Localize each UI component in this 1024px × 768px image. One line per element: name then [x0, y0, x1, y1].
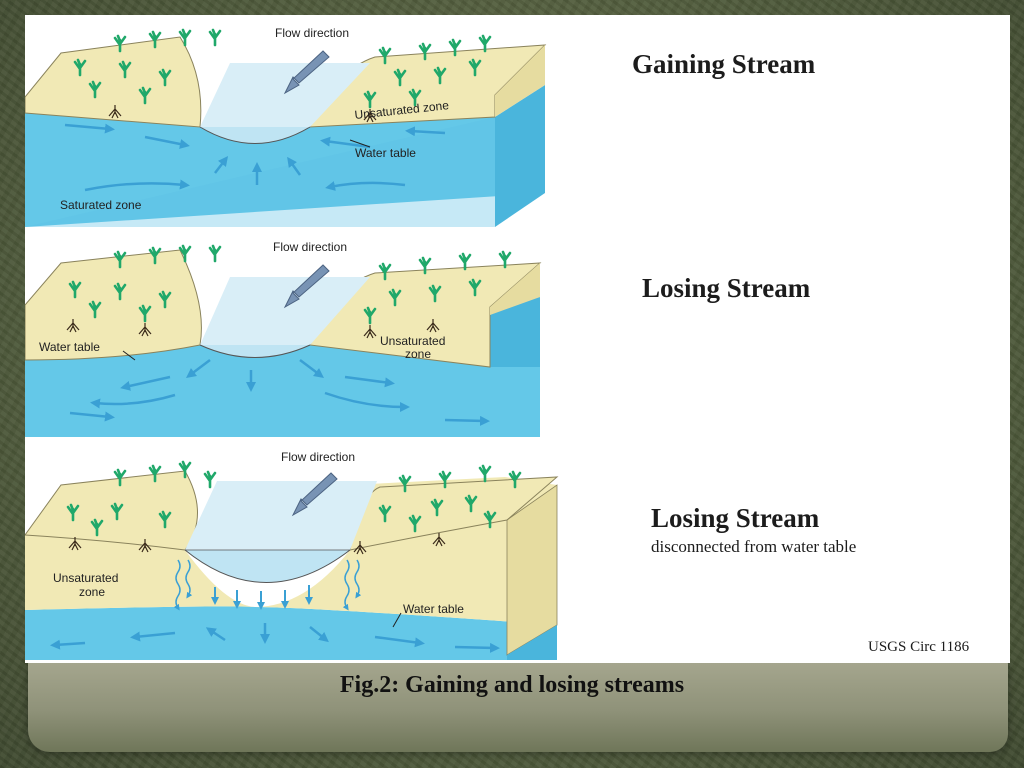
unsaturated-zone-label-line1: Unsaturated: [380, 334, 445, 348]
unsaturated-zone-label-line2: zone: [79, 585, 105, 599]
losing-stream-diagram: Flow direction Water table Unsaturated z…: [25, 240, 542, 437]
source-credit: USGS Circ 1186: [868, 639, 970, 655]
water-table-label: Water table: [39, 340, 100, 354]
slide-panel: Flow direction Unsaturated zone Water ta…: [25, 15, 1010, 663]
losing-stream-title: Losing Stream: [642, 273, 811, 303]
unsaturated-zone-label-line2: zone: [405, 347, 431, 361]
water-table-label: Water table: [403, 602, 464, 616]
gaining-stream-diagram: Flow direction Unsaturated zone Water ta…: [25, 26, 547, 227]
flow-direction-label: Flow direction: [275, 26, 349, 40]
flow-direction-label: Flow direction: [281, 450, 355, 464]
disconnected-subtitle: disconnected from water table: [651, 537, 857, 556]
stream-diagrams: Flow direction Unsaturated zone Water ta…: [25, 26, 559, 660]
caption-band: [28, 660, 1008, 752]
flow-direction-label: Flow direction: [273, 240, 347, 254]
figure-caption: Fig.2: Gaining and losing streams: [339, 672, 685, 698]
disconnected-stream-diagram: Flow direction Unsaturated zone Water ta…: [25, 450, 559, 660]
water-table-label: Water table: [355, 146, 416, 160]
gaining-stream-title: Gaining Stream: [632, 49, 816, 79]
losing-stream-disconnected-title: Losing Stream: [651, 503, 820, 533]
unsaturated-zone-label-line1: Unsaturated: [53, 571, 118, 585]
saturated-zone-label: Saturated zone: [60, 198, 142, 212]
